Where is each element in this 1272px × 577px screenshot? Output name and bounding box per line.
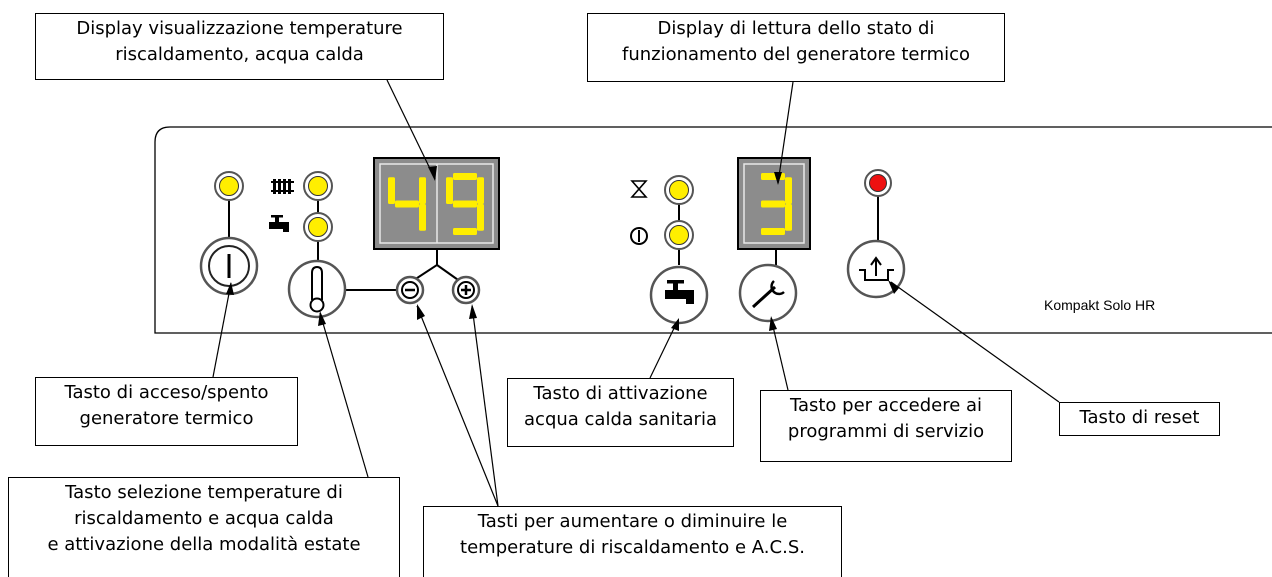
callout-temperature-display: Display visualizzazione temperature risc… [35,13,444,80]
panel-connectors [228,196,879,291]
state-display [737,157,811,250]
plus-icon [457,281,475,299]
segment-a [761,173,785,180]
callout-line: temperature di riscaldamento e A.C.S. [460,537,805,558]
tap-icon [665,280,694,304]
thermometer-icon [309,265,325,313]
reset-icon [859,256,894,281]
callout-line: Tasto selezione temperature di [65,482,343,503]
segment-b [477,177,484,204]
segment-g [761,200,785,208]
callout-line: Tasti per aumentare o diminuire le [477,511,788,532]
hourglass-icon [630,180,648,198]
segment-g [453,200,477,208]
led-reset [864,169,892,197]
segment-c [785,204,792,231]
plus-button[interactable] [451,275,481,305]
model-name: Kompakt Solo HR [1044,297,1156,313]
led-heating [303,171,333,201]
segment-f [446,177,453,204]
callout-line: Display di lettura dello stato di [657,18,935,39]
led-on [664,220,694,250]
hot-water-button[interactable] [649,265,709,325]
callout-line: funzionamento del generatore termico [621,44,971,65]
callout-plus-minus-keys: Tasti per aumentare o diminuire le tempe… [423,506,842,577]
callout-hot-water-key: Tasto di attivazione acqua calda sanitar… [507,378,734,447]
led-waiting [664,175,694,205]
temp-digit-tens [388,177,426,231]
led-power [214,171,244,201]
callout-line: Tasto per accedere ai [789,395,983,416]
callout-line: riscaldamento, acqua calda [115,44,364,65]
callout-line: acqua calda sanitaria [524,409,717,430]
power-button[interactable] [199,236,259,296]
callout-reset-key: Tasto di reset [1059,402,1220,436]
callout-line: Tasto di acceso/spento [64,382,269,403]
minus-button[interactable] [395,275,425,305]
segment-b [419,177,426,204]
callout-power-key: Tasto di acceso/spento generatore termic… [35,377,298,446]
temp-digit-units [446,173,484,235]
segment-a [453,173,477,180]
callout-line: riscaldamento e acqua calda [74,508,334,529]
callout-state-display: Display di lettura dello stato di funzio… [587,13,1005,82]
temperature-select-button[interactable] [287,259,347,319]
service-button[interactable] [738,263,798,323]
minus-icon [401,281,419,299]
callout-line: Tasto di attivazione [533,383,708,404]
temperature-display [373,157,500,250]
tap-small-icon [269,215,289,232]
callout-line: Display visualizzazione temperature [76,18,403,39]
leader-lines [212,79,1060,507]
leader-arrowheads [226,166,899,331]
segment-d [761,228,785,235]
callout-service-key: Tasto per accedere ai programmi di servi… [760,390,1012,462]
callout-line: e attivazione della modalità estate [47,534,361,555]
segment-f [388,177,395,204]
wrench-icon [751,280,785,309]
segment-b [785,177,792,204]
standby-symbol-icon [630,227,648,245]
segment-c [477,204,484,231]
led-hot-water [303,212,333,242]
radiator-icon [271,179,294,194]
callout-line: Tasto di reset [1079,407,1200,428]
panel-outline [154,126,1272,334]
callout-line: programmi di servizio [787,421,985,442]
segment-c [419,204,426,231]
segment-g [395,200,419,208]
callout-temperature-select-key: Tasto selezione temperature di riscaldam… [8,477,400,577]
callout-line: generatore termico [79,408,254,429]
segment-d [453,228,477,235]
